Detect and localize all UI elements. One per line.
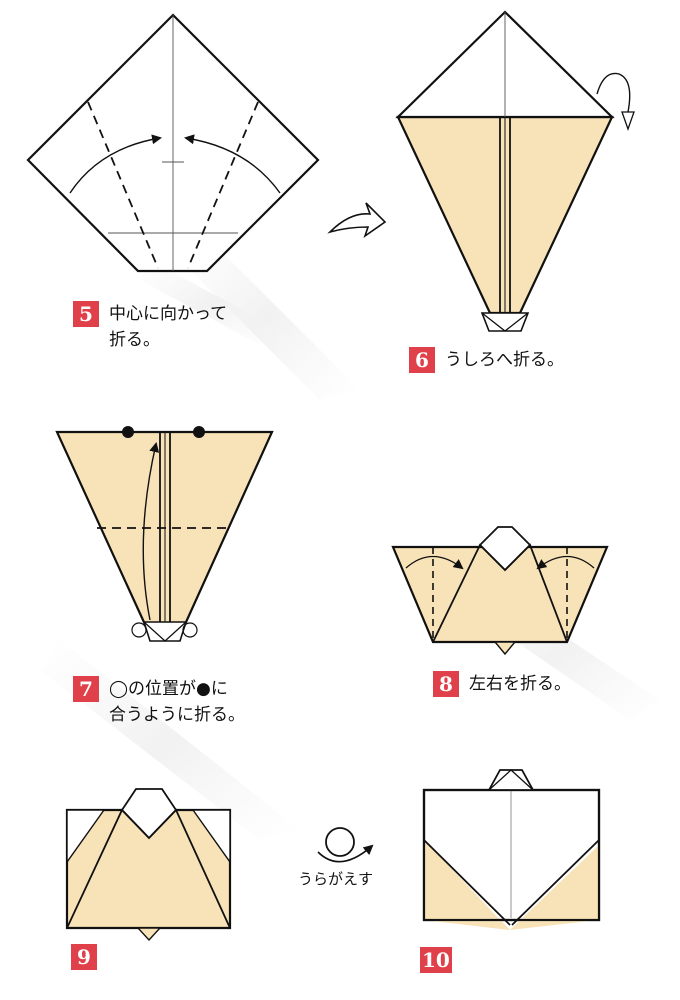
step-8-caption: 左右を折る。 (469, 674, 571, 694)
step-9-diagram (65, 788, 232, 942)
step-7-caption: ◯の位置が●に 合うように折る。 (109, 679, 245, 725)
step-7-target-dot-left (122, 426, 134, 438)
step-10-diagram (422, 769, 601, 930)
step-10-badge: 10 (420, 947, 452, 973)
step-7-badge: 7 (73, 676, 99, 702)
step-7-source-circle-left (131, 622, 147, 638)
step-8-diagram (391, 526, 609, 656)
step-5-badge: 5 (73, 301, 99, 327)
step-6-caption: うしろへ折る。 (445, 350, 564, 370)
step-6-diagram (395, 10, 635, 332)
step-7-target-dot-right (193, 426, 205, 438)
step-7-source-circle-right (182, 622, 198, 638)
step-8-left-arrow (405, 555, 464, 570)
step-8-badge: 8 (433, 671, 459, 697)
step-5-diagram (26, 13, 320, 273)
step-8-label: 8 左右を折る。 (433, 671, 571, 697)
step-5-left-valley-fold (87, 101, 159, 269)
next-step-arrow (327, 202, 387, 239)
step-5-caption: 中心に向かって 折る。 (109, 304, 228, 350)
step-9-label: 9 (71, 944, 107, 970)
step-7-label: 7 ◯の位置が●に 合うように折る。 (73, 676, 245, 728)
step-5-label: 5 中心に向かって 折る。 (73, 301, 227, 353)
step-7-diagram (55, 426, 274, 642)
step-6-back-fold-arrow (596, 72, 631, 113)
step-7-fold-arrow (142, 442, 160, 621)
step-10-label: 10 (420, 947, 462, 973)
step-5-left-arrow (69, 134, 162, 194)
step-6-label: 6 うしろへ折る。 (409, 347, 564, 373)
step-9-badge: 9 (71, 944, 97, 970)
flip-over-icon (317, 827, 374, 863)
flip-over-label: うらがえす (298, 870, 374, 888)
step-6-badge: 6 (409, 347, 435, 373)
step-5-right-valley-fold (187, 101, 259, 269)
step-5-right-arrow (184, 134, 281, 194)
background-streaks (40, 230, 660, 840)
step-8-right-arrow (536, 555, 595, 570)
